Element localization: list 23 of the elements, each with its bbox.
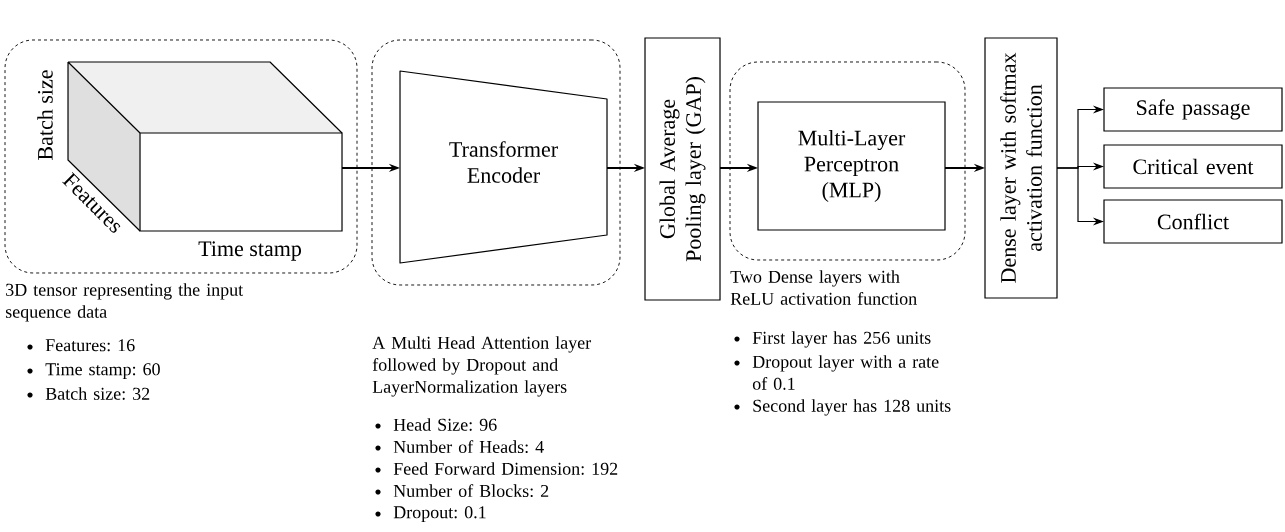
output-box: Critical event — [1103, 144, 1283, 189]
bullet-text: First layer has 256 units — [752, 331, 931, 348]
output-box: Conflict — [1103, 199, 1283, 244]
bullet-text: Number of Heads: 4 — [393, 440, 544, 454]
description-text: A Multi Head Attention layer followed by Dropout and LayerNormalization layers — [372, 336, 591, 397]
bullet-text: Head Size: 96 — [393, 418, 497, 431]
layer-box: Dense layer with softmax activation function — [984, 37, 1058, 299]
axis-label: Batch size — [37, 70, 53, 160]
output-box: Safe passage — [1103, 87, 1283, 132]
bullet-text: Dropout layer with a rate of 0.1 — [752, 355, 939, 390]
description-text: Two Dense layers with ReLU activation function — [730, 270, 917, 305]
layer-box: Global Average Pooling layer (GAP) — [644, 37, 721, 301]
bullet-text: Dropout: 0.1 — [393, 506, 486, 522]
bullet-text: Feed Forward Dimension: 192 — [393, 462, 618, 475]
bullet-text: Time stamp: 60 — [45, 363, 160, 379]
bullet-text: Number of Blocks: 2 — [393, 484, 549, 498]
axis-label: Time stamp — [198, 241, 301, 261]
encoder-trapezoid: Transformer Encoder — [399, 70, 608, 264]
layer-box: Multi-Layer Perceptron (MLP) — [757, 101, 946, 231]
bullet-text: Second layer has 128 units — [753, 399, 951, 416]
bullet-text: Batch size: 32 — [45, 387, 150, 400]
bullet-text: Features: 16 — [45, 339, 135, 352]
description-text: 3D tensor representing the input sequence data — [5, 283, 244, 322]
